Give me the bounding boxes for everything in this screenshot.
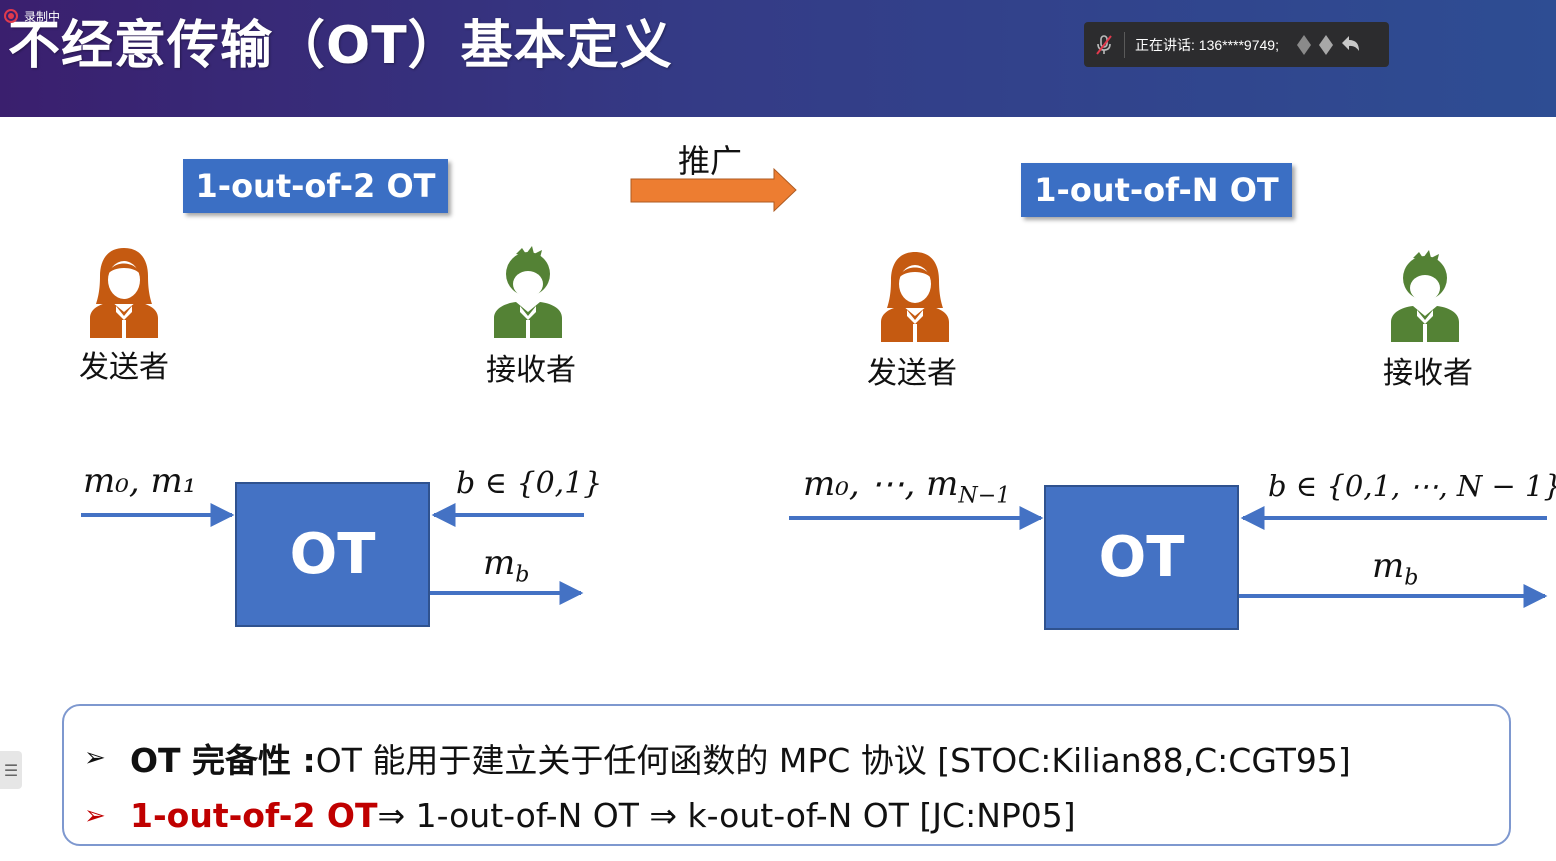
left-receiver-label: 接收者 [486,353,576,388]
sender-person-icon [881,252,949,342]
right-output-message: mb [1372,546,1419,591]
bullet-arrow-icon: ➢ [84,743,106,773]
one-out-of-n-ot-label: 1-out-of-N OT [1021,163,1292,217]
bullet-emphasis: 1-out-of-2 OT [130,796,378,835]
left-choice-bit: b ∈ {0,1} [456,466,603,501]
left-output-message: mb [483,543,530,588]
bullet-text: ⇒ 1-out-of-N OT ⇒ k-out-of-N OT [JC:NP05… [377,796,1076,835]
recording-indicator[interactable]: 录制中 [4,6,60,26]
left-ot-box: OT [235,482,430,627]
speaking-badge[interactable]: 正在讲话: 136****9749; [1084,22,1389,67]
bullet-ot-extension: ➢ 1-out-of-2 OT ⇒ 1-out-of-N OT ⇒ k-out-… [84,796,1076,835]
one-out-of-two-ot-label: 1-out-of-2 OT [183,159,448,213]
side-panel-toggle[interactable]: ☰ [0,751,22,789]
speaking-text: 正在讲话: 136****9749; [1135,36,1279,53]
left-input-messages: m₀, m₁ [83,461,197,501]
bullet-text: OT 能用于建立关于任何函数的 MPC 协议 [STOC:Kilian88,C:… [315,741,1351,780]
diamond-icon [1296,34,1311,55]
muted-mic-icon[interactable] [1094,33,1114,57]
slide-title: 不经意传输（OT）基本定义 [8,16,673,76]
badge-divider [1124,31,1125,58]
receiver-person-icon [494,246,562,338]
generalize-label: 推广 [678,142,743,180]
recording-label: 录制中 [24,9,61,24]
record-icon [4,9,18,23]
receiver-person-icon [1391,250,1459,342]
speaking-badge-actions [1295,33,1361,57]
right-ot-box: OT [1044,485,1239,630]
right-receiver-label: 接收者 [1383,356,1473,391]
generalize-arrow [630,167,797,213]
bullet-emphasis: OT 完备性 : [130,741,316,780]
menu-icon: ☰ [3,760,19,780]
bullet-ot-completeness: ➢ OT 完备性 : OT 能用于建立关于任何函数的 MPC 协议 [STOC:… [84,734,1351,782]
left-sender-label: 发送者 [79,350,169,385]
diamond-icon [1318,34,1333,55]
bullet-arrow-icon: ➢ [84,800,106,831]
summary-panel: ➢ OT 完备性 : OT 能用于建立关于任何函数的 MPC 协议 [STOC:… [62,704,1511,846]
sender-person-icon [90,248,158,338]
return-arrow-icon[interactable] [1339,33,1361,57]
right-input-messages: m₀, ⋯, mN−1 [803,464,1011,509]
right-sender-label: 发送者 [867,356,957,391]
right-choice-index: b ∈ {0,1, ⋯, N − 1} [1268,469,1556,503]
